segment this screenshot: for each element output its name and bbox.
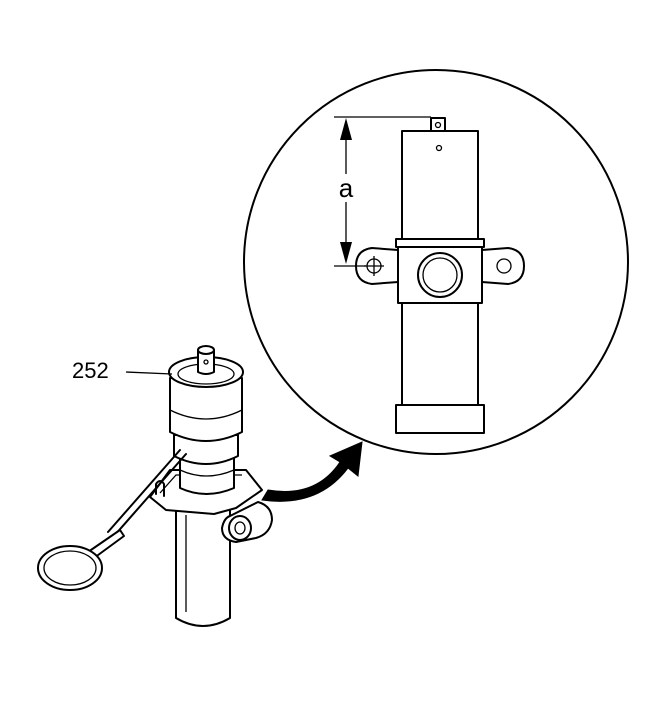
side-mount-eye [228,515,252,541]
detail-view: a [243,69,629,455]
detail-bottom-collar [395,404,485,434]
detail-center-boss [417,252,463,298]
detail-center-boss-inner [422,257,458,293]
bracket-clip [155,480,165,497]
pin-shaft [107,449,187,537]
upper-body [179,453,235,495]
dimension-label: a [339,173,354,203]
pull-ring-pin [37,449,187,591]
detail-tab-hole [434,121,442,129]
detail-upper-body [401,130,479,242]
detail-pointer-arrow [261,441,363,502]
part-leader-line [125,371,173,375]
pull-ring [37,545,103,591]
tool-252 [168,345,244,465]
dimension-arrow-top [340,118,352,140]
detail-pin-hole [435,144,443,152]
lower-tube [175,504,231,627]
tool-sleeve [169,377,243,442]
detail-lower-body [401,302,479,406]
part-number-label: 252 [72,358,109,383]
tool-center-pin [197,349,215,375]
tool-lower-collar [173,434,239,465]
detail-flange-band [395,238,485,248]
detail-right-ear-hole [496,258,512,274]
detail-right-ear [481,247,525,285]
dimension-a: a [334,116,431,267]
strut-assembly: 252 [37,345,273,627]
dimension-arrow-bottom [340,242,352,264]
detail-top-tab [430,117,446,132]
